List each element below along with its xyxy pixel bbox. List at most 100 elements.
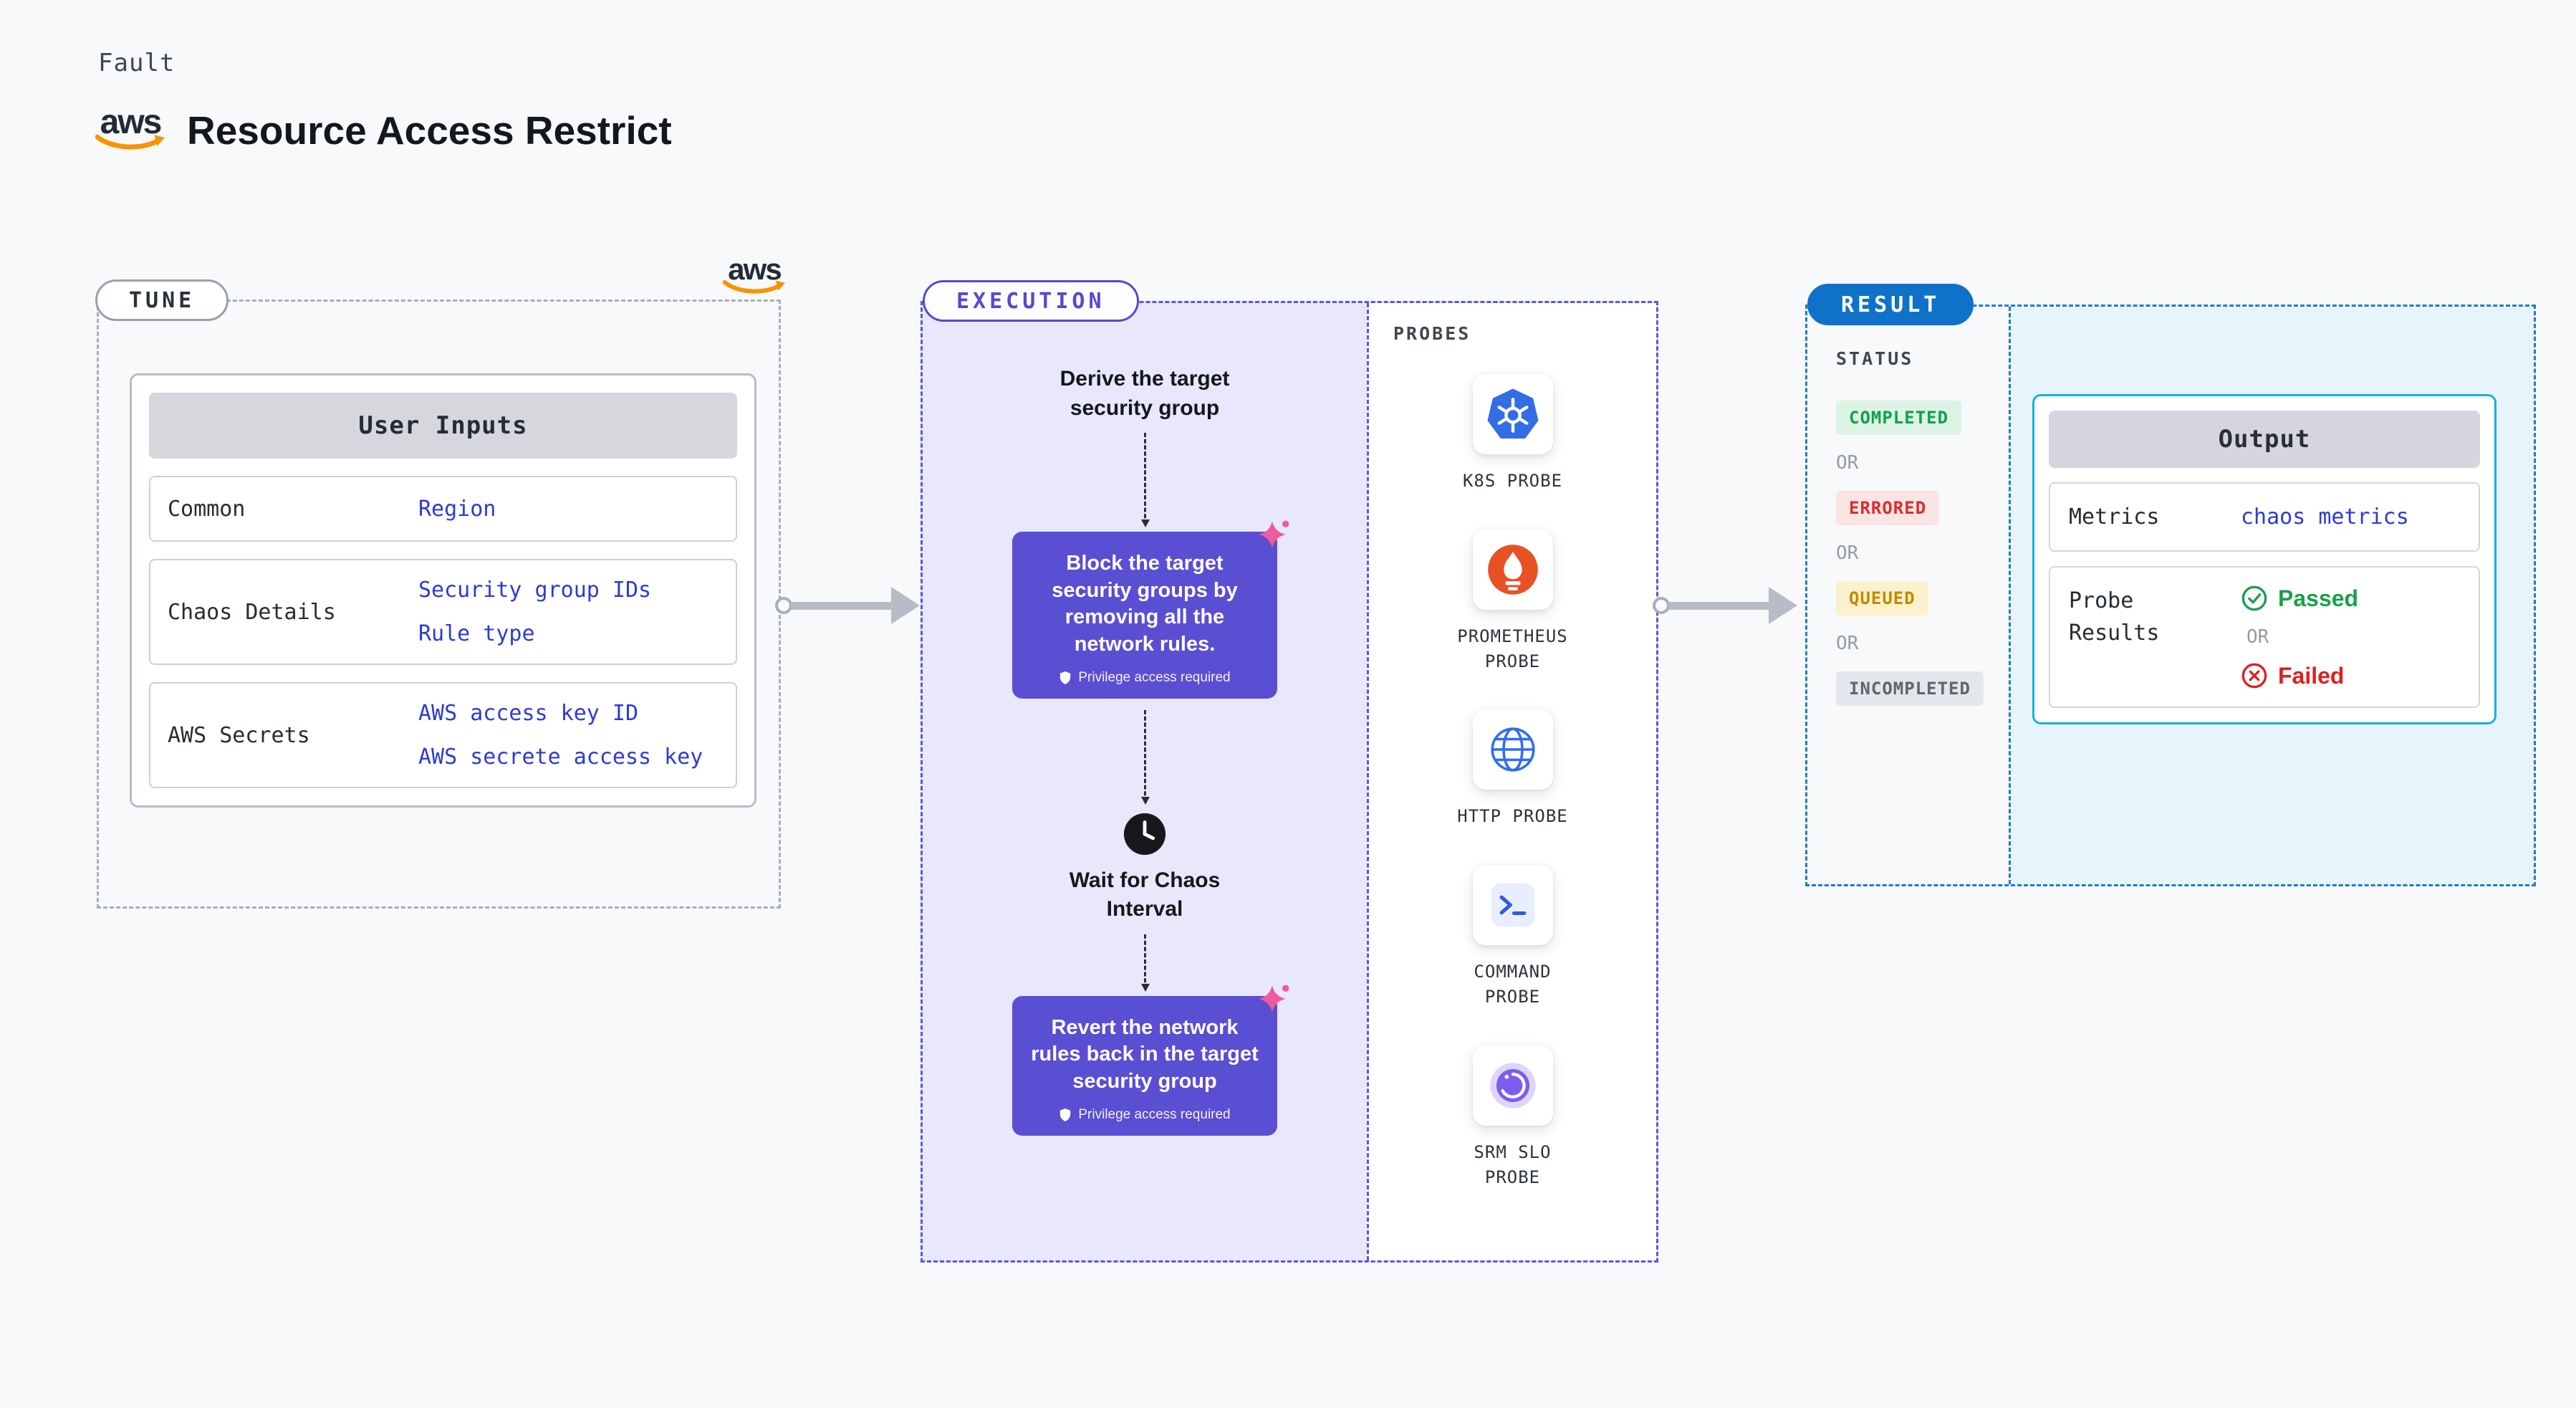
connector-dot [775,597,792,614]
probe-label: SRM SLO PROBE [1474,1141,1552,1187]
http-globe-icon [1490,727,1535,772]
probe-card [1472,1045,1553,1126]
status-heading: STATUS [1836,348,1914,369]
metrics-label: Metrics [2069,504,2160,530]
privilege-note: Privilege access required [1078,669,1231,685]
execution-flow: Derive the target security group Block t… [923,303,1367,1136]
derive-step-text: Derive the target security group [1059,367,1230,420]
status-badge-errored: ERRORED [1836,491,1940,525]
aws-smile-icon [723,279,786,294]
flow-arrow-down-icon [1140,433,1150,527]
execution-section: Derive the target security group Block t… [921,301,1658,1263]
input-row-value: Region [418,496,496,522]
passed-result: Passed [2241,585,2358,612]
connector-shaft [791,601,891,610]
aws-logo-tune: aws [713,252,796,298]
tune-to-execution-arrow [775,587,920,624]
output-header: Output [2049,411,2480,468]
input-row-value: Security group IDs [418,578,652,603]
probe-card [1472,374,1553,454]
failed-result: Failed [2241,662,2358,689]
prometheus-icon [1487,545,1538,595]
privilege-badge: Privilege access required [1028,670,1261,686]
metrics-value: chaos metrics [2241,504,2409,530]
status-badge-queued: QUEUED [1836,581,1928,616]
flow-arrow-down-icon [1140,934,1150,992]
result-section: STATUS COMPLETED OR ERRORED OR QUEUED OR… [1805,305,2536,886]
aws-logo-text: aws [728,252,782,286]
failed-text: Failed [2278,662,2345,689]
x-circle-icon [2241,663,2267,689]
probe-card [1472,529,1553,610]
probe-card [1472,865,1553,946]
chaos-spark-icon [1259,520,1289,548]
input-row-common: Common Region [149,476,737,542]
probes-panel: PROBES [1367,303,1656,1260]
shield-icon [1060,1108,1071,1121]
wait-step-text: Wait for Chaos Interval [1069,868,1221,921]
status-badge-incompleted: INCOMPLETED [1836,671,1984,706]
privilege-badge: Privilege access required [1028,1107,1261,1123]
probe-label: HTTP PROBE [1457,806,1568,827]
check-circle-icon [2241,585,2267,611]
revert-rules-step: Revert the network rules back in the tar… [1012,985,1289,1136]
tune-section: User Inputs Common Region Chaos Details … [97,300,781,909]
result-section-label: RESULT [1807,284,1974,325]
probe-item-command: COMMAND PROBE [1369,865,1656,1010]
or-text: OR [1836,542,1859,564]
aws-smile-icon [95,135,165,150]
input-row-aws-secrets: AWS Secrets AWS access key ID AWS secret… [149,682,737,788]
probe-item-http: HTTP PROBE [1369,709,1656,829]
page-header: aws Resource Access Restrict [95,102,672,153]
input-row-label: AWS Secrets [168,722,310,748]
passed-text: Passed [2278,585,2359,611]
input-row-value: Rule type [418,621,535,646]
output-card: Output Metrics chaos metrics Probe Resul… [2032,394,2496,724]
or-text: OR [1836,452,1859,474]
terminal-icon [1491,883,1534,927]
kubernetes-icon [1486,388,1539,439]
input-row-chaos-details: Chaos Details Security group IDs Rule ty… [149,559,737,665]
probe-label: PROMETHEUS PROBE [1457,626,1568,671]
fault-kicker: Fault [98,49,176,77]
connector-arrowhead-icon [891,587,920,624]
user-inputs-header: User Inputs [149,393,737,459]
or-text: OR [1836,633,1859,654]
input-row-label: Chaos Details [168,599,336,625]
flow-arrow-down-icon [1140,709,1150,805]
input-row-label: Common [168,496,246,522]
result-content: Output Metrics chaos metrics Probe Resul… [2011,307,2534,884]
aws-logo: aws [95,102,165,153]
srm-slo-icon [1489,1063,1536,1108]
execution-to-result-arrow [1653,587,1797,624]
input-row-value: AWS access key ID [418,701,639,726]
tune-section-label: TUNE [95,279,229,321]
output-row-probe-results: Probe Results Passed OR [2049,566,2480,708]
probe-item-prometheus: PROMETHEUS PROBE [1369,529,1656,674]
probe-card [1472,709,1553,790]
clock-icon [1123,813,1166,855]
status-column: STATUS COMPLETED OR ERRORED OR QUEUED OR… [1807,307,2011,884]
connector-arrowhead-icon [1769,587,1797,624]
probe-item-srm-slo: SRM SLO PROBE [1369,1045,1656,1190]
probe-item-k8s: K8S PROBE [1369,374,1656,494]
status-badge-completed: COMPLETED [1836,401,1962,435]
block-rules-step: Block the target security groups by remo… [1012,520,1289,699]
probe-label: K8S PROBE [1462,471,1563,491]
privilege-note: Privilege access required [1078,1106,1231,1122]
output-row-metrics: Metrics chaos metrics [2049,482,2480,552]
aws-logo-text: aws [100,102,163,141]
connector-shaft [1668,601,1769,610]
block-rules-text: Block the target security groups by remo… [1052,552,1238,656]
user-inputs-card: User Inputs Common Region Chaos Details … [130,373,756,808]
input-row-value: AWS secrete access key [418,744,703,770]
probe-label: COMMAND PROBE [1474,962,1552,1007]
connector-dot [1653,597,1670,614]
probes-heading: PROBES [1393,323,1471,344]
or-text: OR [2246,626,2269,648]
revert-rules-text: Revert the network rules back in the tar… [1031,1015,1259,1093]
page-title: Resource Access Restrict [187,108,672,153]
chaos-spark-icon [1259,985,1289,1012]
execution-section-label: EXECUTION [923,280,1139,322]
